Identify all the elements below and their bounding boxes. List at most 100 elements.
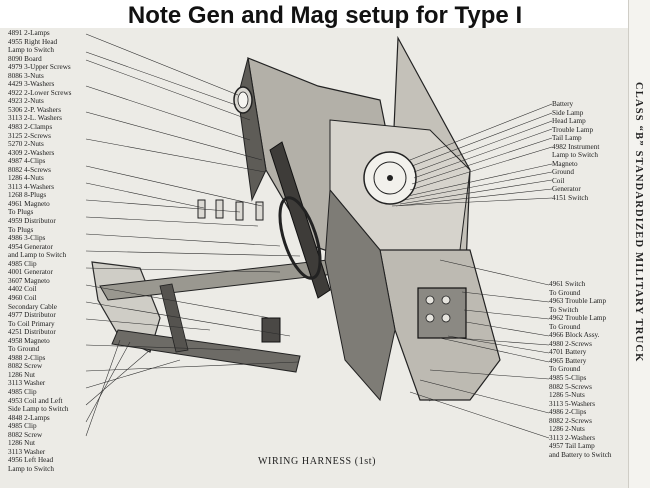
list-item: 4987 4-Clips bbox=[8, 157, 46, 166]
list-item: Battery bbox=[552, 100, 574, 108]
frame-crossbar bbox=[159, 283, 189, 353]
list-item: 3113 2-L. Washers bbox=[8, 114, 62, 123]
list-item: Tail Lamp bbox=[552, 134, 582, 143]
list-item: Side Lamp bbox=[552, 108, 584, 117]
list-item: 4955 Right Head bbox=[8, 37, 58, 46]
battery-box bbox=[417, 287, 467, 339]
list-item: 3113 4-Washers bbox=[8, 182, 55, 191]
list-item: Lamp to Switch bbox=[8, 464, 54, 473]
list-item: To Plugs bbox=[8, 208, 34, 217]
list-item: 4956 Left Head bbox=[8, 456, 54, 465]
list-item: 1286 Nut bbox=[8, 370, 35, 379]
spark-plugs bbox=[197, 199, 264, 221]
frame-rail-lower bbox=[111, 329, 301, 373]
list-item: 8090 Board bbox=[8, 54, 42, 63]
list-item: 5306 2-P. Washers bbox=[8, 105, 61, 114]
list-item: and Lamp to Switch bbox=[8, 251, 67, 260]
list-item: Side Lamp to Switch bbox=[8, 405, 69, 414]
list-item: 3113 Washer bbox=[8, 379, 46, 388]
list-item: 3113 Washer bbox=[8, 447, 46, 456]
list-item: 4961 Switch bbox=[549, 280, 586, 288]
gauge-center bbox=[387, 175, 393, 181]
list-item: Magneto bbox=[552, 159, 578, 168]
list-item: 4960 Coil bbox=[8, 293, 37, 302]
right-parts-list-bottom: 4961 Switch To Ground 4963 Trouble Lamp … bbox=[549, 280, 631, 459]
list-item: 1286 5-Nuts bbox=[549, 391, 585, 400]
side-title: CLASS “B” STANDARDIZED MILITARY TRUCK bbox=[633, 82, 644, 363]
list-item: 4251 Distributor bbox=[8, 328, 56, 337]
list-item: 4848 2-Lamps bbox=[8, 413, 50, 422]
list-item: Lamp to Switch bbox=[8, 46, 54, 55]
list-item: To Ground bbox=[8, 345, 40, 354]
page-edge-strip bbox=[628, 0, 650, 488]
gauge-ring bbox=[373, 161, 407, 195]
list-item: To Coil Primary bbox=[8, 319, 55, 328]
list-item: 3607 Magneto bbox=[8, 276, 50, 285]
list-item: 4985 Clip bbox=[8, 259, 37, 268]
list-item: To Ground bbox=[549, 322, 581, 331]
list-item: To Plugs bbox=[8, 225, 34, 234]
list-item: 4963 Trouble Lamp bbox=[549, 297, 607, 306]
list-item: 4985 Clip bbox=[8, 387, 37, 396]
list-item: 4962 Trouble Lamp bbox=[549, 314, 607, 323]
list-item: and Battery to Switch bbox=[549, 450, 612, 459]
list-item: 4402 Coil bbox=[8, 285, 37, 294]
list-item: 4988 2-Clips bbox=[8, 353, 46, 362]
list-item: 1286 2-Nuts bbox=[549, 425, 585, 434]
list-item: 4985 Clip bbox=[8, 422, 37, 431]
list-item: 4961 Magneto bbox=[8, 199, 50, 208]
right-leader-lines bbox=[391, 103, 553, 439]
list-item: 8082 2-Screws bbox=[549, 416, 592, 425]
list-item: To Ground bbox=[549, 288, 581, 297]
right-parts-list-top: Battery Side Lamp Head Lamp Trouble Lamp… bbox=[552, 100, 632, 203]
list-item: Trouble Lamp bbox=[552, 125, 594, 134]
list-item: 4965 Battery bbox=[549, 356, 587, 365]
figure-caption: WIRING HARNESS (1st) bbox=[258, 456, 377, 467]
list-item: 1268 8-Plugs bbox=[8, 191, 47, 200]
list-item: To Switch bbox=[549, 305, 579, 314]
list-item: 4959 Distributor bbox=[8, 217, 56, 226]
list-item: 4309 2-Washers bbox=[8, 148, 55, 157]
list-item: 8082 Screw bbox=[8, 430, 43, 439]
seat-box-dark bbox=[324, 188, 396, 402]
list-item: 4980 2-Screws bbox=[549, 339, 592, 348]
list-item: 4986 2-Clips bbox=[549, 408, 587, 417]
head-lamp-lens bbox=[237, 91, 249, 109]
list-item: Ground bbox=[552, 168, 574, 177]
steering-column bbox=[269, 141, 331, 299]
left-leader-lines bbox=[85, 33, 301, 437]
list-item: Coil bbox=[552, 176, 565, 185]
ignition-coil bbox=[261, 317, 281, 343]
left-parts-list: 4891 2-Lamps 4955 Right Head Lamp to Swi… bbox=[8, 29, 86, 473]
list-item: Generator bbox=[552, 185, 581, 194]
list-item: 4979 3-Upper Screws bbox=[8, 63, 71, 72]
list-item: To Ground bbox=[549, 365, 581, 374]
list-item: 1286 Nut bbox=[8, 439, 35, 448]
list-item: 3125 2-Screws bbox=[8, 131, 51, 140]
list-item: 4923 2-Nuts bbox=[8, 97, 44, 106]
list-item: 4953 Coil and Left bbox=[8, 396, 63, 405]
list-item: Secondary Cable bbox=[8, 302, 57, 311]
list-item: 4429 3-Washers bbox=[8, 80, 55, 89]
list-item: 4957 Tail Lamp bbox=[549, 442, 595, 451]
list-item: 4151 Switch bbox=[552, 194, 589, 203]
list-item: 5270 2-Nuts bbox=[8, 140, 44, 149]
list-item: Head Lamp bbox=[552, 117, 586, 126]
list-item: Lamp to Switch bbox=[552, 151, 598, 160]
list-item: 4985 5-Clips bbox=[549, 374, 587, 383]
list-item: 8082 4-Screws bbox=[8, 165, 51, 174]
list-item: 1286 4-Nuts bbox=[8, 174, 44, 183]
list-item: 4001 Generator bbox=[8, 268, 53, 277]
list-item: 4982 Instrument bbox=[552, 142, 600, 151]
list-item: 8082 5-Screws bbox=[549, 382, 592, 391]
steering-wheel bbox=[278, 196, 322, 280]
page-title: Note Gen and Mag setup for Type I bbox=[127, 2, 523, 29]
list-item: 4958 Magneto bbox=[8, 336, 50, 345]
list-item: 4977 Distributor bbox=[8, 311, 56, 320]
list-item: 4986 3-Clips bbox=[8, 234, 46, 243]
list-item: 8086 3-Nuts bbox=[8, 71, 44, 80]
battery-cells bbox=[425, 295, 451, 323]
list-item: 4701 Battery bbox=[549, 348, 587, 357]
list-item: 3113 5-Washers bbox=[549, 399, 596, 408]
